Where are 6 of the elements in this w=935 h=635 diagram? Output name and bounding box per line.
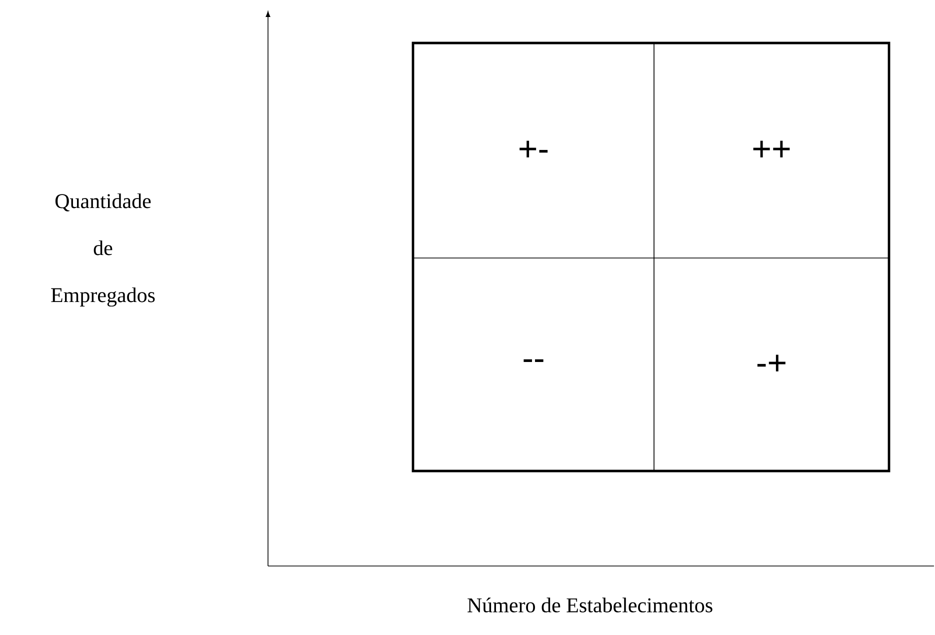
- quadrant-cell: --: [412, 258, 654, 472]
- axis-title: Quantidade de Empregados: [51, 193, 155, 307]
- quadrant-cell: ++: [654, 42, 890, 258]
- node-label: +-: [520, 140, 548, 158]
- quadrant-cell: -+: [654, 258, 890, 472]
- axis-title: Número de Estabelecimentos: [468, 598, 712, 612]
